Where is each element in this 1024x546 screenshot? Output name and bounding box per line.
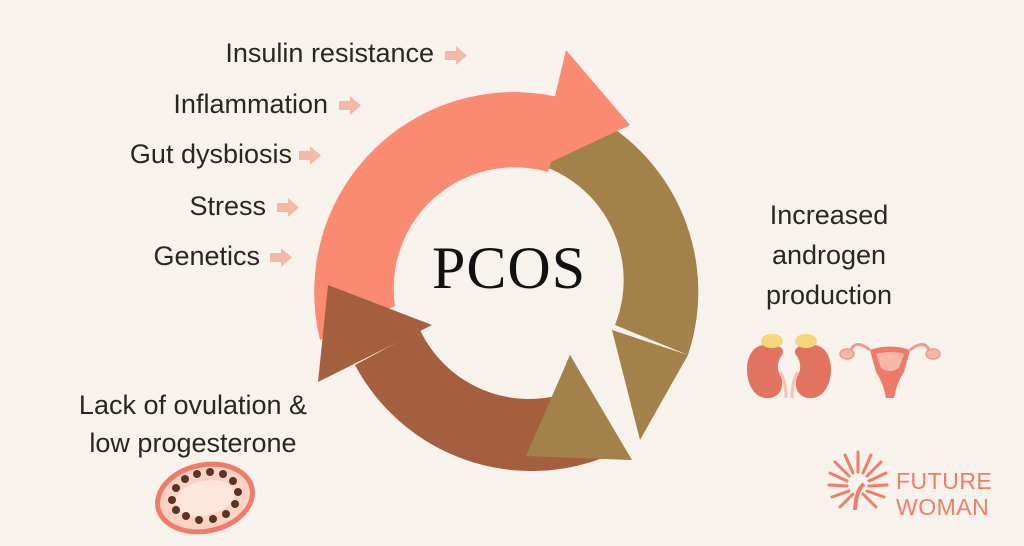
arrow-right-icon	[299, 146, 321, 165]
effect-androgen-line-3: production	[765, 280, 893, 310]
cycle-arrowhead-ovulation	[318, 285, 432, 382]
cycle-arrowhead-androgen-top	[526, 355, 632, 460]
factor-insulin-resistance: Insulin resistance	[225, 38, 434, 68]
arrow-right-icon	[339, 96, 361, 115]
effect-ovulation-progesterone: Lack of ovulation & low progesterone	[48, 386, 338, 462]
cycle-arrow-androgen-tip	[612, 330, 688, 440]
cycle-arrow-factors	[314, 92, 570, 340]
effect-androgen-production: Increased androgen production	[734, 195, 924, 315]
effect-ovulation-line-1: Lack of ovulation &	[78, 390, 308, 420]
effect-androgen-line-2: androgen	[771, 240, 887, 270]
cycle-arrow-androgen	[540, 105, 699, 355]
kidneys-adrenal-icon	[746, 334, 832, 399]
arrow-right-icon	[270, 248, 292, 267]
center-label-pcos: PCOS	[432, 235, 587, 301]
arrow-right-icon	[277, 198, 299, 217]
effect-androgen-line-1: Increased	[769, 200, 889, 230]
cycle-arrowhead-factors	[538, 50, 630, 168]
ovary-follicles-icon	[155, 461, 255, 535]
effect-ovulation-line-2: low progesterone	[89, 428, 297, 458]
arrow-right-icon	[445, 46, 467, 65]
factor-genetics: Genetics	[153, 241, 260, 271]
factor-inflammation: Inflammation	[173, 89, 328, 119]
factor-gut-dysbiosis: Gut dysbiosis	[129, 139, 292, 169]
future-woman-logo-icon	[827, 450, 889, 511]
uterus-icon	[839, 343, 941, 398]
brand-logo-text: FUTURE WOMAN	[896, 468, 992, 520]
brand-line-2: WOMAN	[896, 494, 990, 520]
brand-line-1: FUTURE	[896, 468, 993, 494]
factor-stress: Stress	[189, 191, 266, 221]
